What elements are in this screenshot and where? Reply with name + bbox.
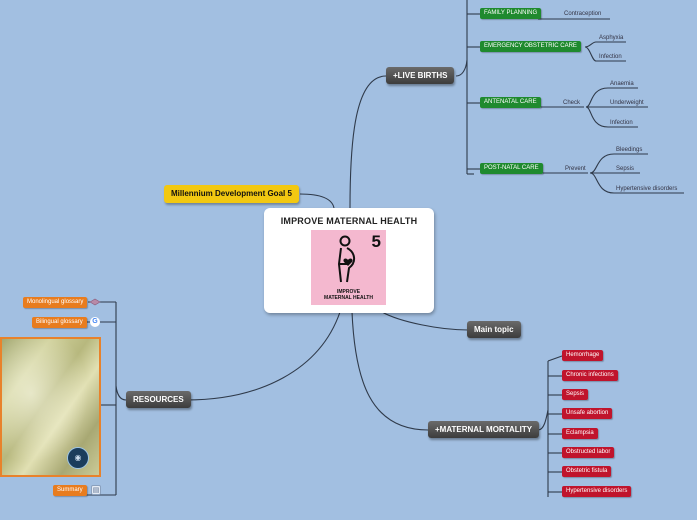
subtopic-family-planning[interactable]: FAMILY PLANNING [480, 8, 542, 19]
resource-bilingual-glossary[interactable]: Bilingual glossary [32, 317, 87, 328]
leaf-prevent[interactable]: Prevent [565, 166, 586, 172]
goal-5-image: 5 IMPROVE MATERNAL HEALTH [311, 230, 386, 305]
camera-icon[interactable]: ◉ [67, 447, 89, 469]
subtopic-emergency-obstetric-care[interactable]: EMERGENCY OBSTETRIC CARE [480, 41, 581, 52]
goal-label-line1: IMPROVE [336, 289, 361, 295]
leaf-underweight[interactable]: Underweight [610, 100, 644, 106]
mortality-hypertensive-disorders[interactable]: Hypertensive disorders [562, 486, 632, 497]
leaf-infection[interactable]: Infection [599, 54, 622, 60]
leaf-bleedings[interactable]: Bleedings [616, 147, 643, 153]
mortality-obstetric-fistula[interactable]: Obstetric fistula [562, 466, 612, 477]
goal-number: 5 [371, 232, 381, 251]
resource-summary[interactable]: Summary [53, 485, 87, 496]
mortality-hemorrhage[interactable]: Hemorrhage [562, 350, 604, 361]
goal-label: IMPROVE MATERNAL HEALTH [311, 289, 386, 301]
central-title: IMPROVE MATERNAL HEALTH [280, 216, 418, 226]
mortality-unsafe-abortion[interactable]: Unsafe abortion [562, 408, 613, 419]
mortality-obstructed-labor[interactable]: Obstructed labor [562, 447, 615, 458]
leaf-anaemia[interactable]: Anaemia [610, 81, 634, 87]
leaf-hypertensive-disorders[interactable]: Hypertensive disorders [616, 186, 678, 192]
leaf-sepsis[interactable]: Sepsis [616, 166, 635, 172]
leaf-contraception[interactable]: Contraception [564, 11, 602, 17]
mortality-eclampsia[interactable]: Eclampsia [562, 428, 598, 439]
leaf-check[interactable]: Check [563, 100, 581, 106]
leaf-infection-antenatal[interactable]: Infection [610, 120, 633, 126]
pregnant-woman-icon [337, 235, 355, 283]
mortality-chronic-infections[interactable]: Chronic infections [562, 370, 618, 381]
topic-maternal-mortality[interactable]: +MATERNAL MORTALITY [428, 421, 540, 438]
central-topic[interactable]: IMPROVE MATERNAL HEALTH 5 IMPROVE MATERN… [264, 208, 434, 313]
resource-photo[interactable]: ◉ [0, 337, 101, 477]
topic-main[interactable]: Main topic [467, 321, 521, 338]
subtopic-post-natal-care[interactable]: POST-NATAL CARE [480, 163, 543, 174]
topic-live-births[interactable]: +LIVE BIRTHS [386, 67, 455, 84]
document-icon[interactable]: ▤ [91, 485, 101, 495]
link-icon[interactable] [89, 298, 101, 306]
topic-resources[interactable]: RESOURCES [126, 391, 191, 408]
mortality-sepsis[interactable]: Sepsis [562, 389, 589, 400]
topic-millennium-goal[interactable]: Millennium Development Goal 5 [164, 185, 299, 203]
goal-label-line2: MATERNAL HEALTH [324, 295, 373, 301]
subtopic-antenatal-care[interactable]: ANTENATAL CARE [480, 97, 541, 108]
leaf-asphyxia[interactable]: Asphyxia [599, 35, 624, 41]
resource-monolingual-glossary[interactable]: Monolingual glossary [23, 297, 88, 308]
google-icon[interactable]: G [90, 317, 100, 327]
